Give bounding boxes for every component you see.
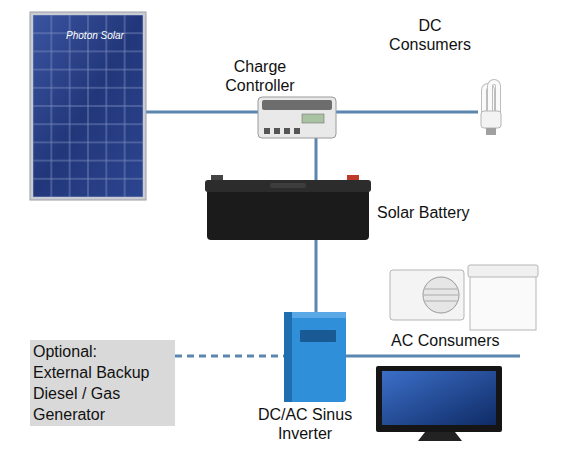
box-text: Optional: External Backup Diesel / Gas G…	[33, 341, 154, 425]
controller-terminal	[264, 128, 270, 134]
power-cable	[146, 111, 258, 114]
controller-terminal	[294, 128, 300, 134]
power-cable	[336, 111, 478, 114]
dashed-backup-line	[175, 355, 284, 358]
solar-panel	[30, 12, 146, 200]
bulb-tube	[490, 82, 498, 112]
battery-node: Solar Battery	[205, 180, 371, 240]
inverter-top	[292, 312, 346, 318]
charge-controller-device	[258, 97, 336, 138]
charge-controller-node: Charge Controller	[258, 97, 336, 138]
component-label: DC Consumers	[385, 16, 475, 54]
power-cable	[315, 240, 318, 312]
light-bulb	[481, 82, 501, 135]
controller-body	[258, 97, 336, 138]
bulb-base	[481, 111, 501, 128]
inverter-device	[284, 312, 346, 402]
freezer-lid	[468, 265, 538, 277]
tv-frame	[376, 366, 502, 432]
battery-body	[207, 188, 369, 240]
panel-surface	[33, 15, 143, 197]
controller-terminal	[284, 128, 290, 134]
panel-logo: Photon Solar	[60, 30, 130, 42]
inverter-panel	[300, 330, 336, 342]
component-label: DC/AC Sinus Inverter	[255, 405, 355, 443]
tv-screen	[382, 371, 496, 425]
battery-handle	[270, 183, 306, 188]
power-cable	[346, 355, 388, 358]
ac-fan	[423, 277, 459, 313]
controller-display	[302, 114, 324, 123]
battery	[205, 175, 371, 240]
bulb-screw	[486, 128, 496, 135]
component-label: Charge Controller	[205, 57, 315, 95]
optional-generator-box: Optional: External Backup Diesel / Gas G…	[30, 340, 175, 426]
inverter-side	[284, 312, 292, 402]
inverter-node: DC/AC Sinus Inverter	[284, 312, 346, 402]
panel-cells	[33, 15, 143, 197]
bulb-tube-outline	[490, 82, 498, 112]
solar-panel-node: Photon Solar	[30, 12, 146, 200]
controller-top	[262, 100, 332, 110]
chest-freezer	[468, 265, 538, 330]
ac-body	[390, 270, 464, 320]
battery-lid	[205, 180, 371, 192]
dc-consumer-node: DC Consumers	[478, 80, 504, 136]
component-label: AC Consumers	[391, 331, 541, 350]
power-cable	[315, 138, 318, 180]
television	[376, 366, 502, 441]
ac-bus-wire	[388, 355, 520, 358]
inverter-body	[284, 312, 346, 402]
ac-grille	[424, 289, 458, 301]
component-label: Solar Battery	[377, 203, 507, 222]
tv-stand	[418, 432, 462, 441]
ac-consumer-node: AC Consumers	[388, 262, 538, 360]
air-conditioner	[390, 270, 464, 320]
freezer-body	[470, 276, 536, 330]
panel-frame	[30, 12, 146, 200]
controller-terminal	[274, 128, 280, 134]
